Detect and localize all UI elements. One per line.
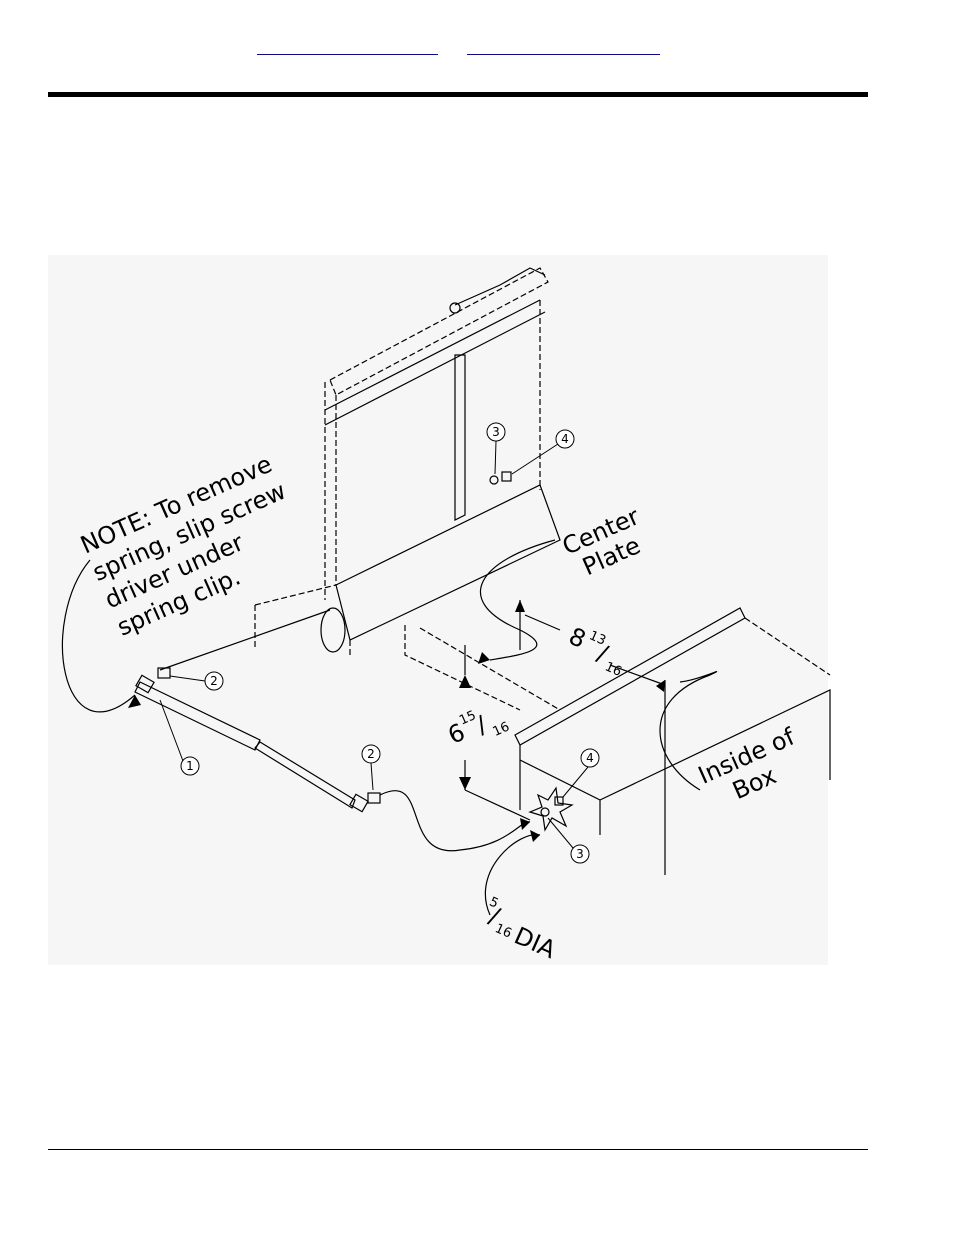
balloon-3b-text: 3 [576, 847, 584, 861]
header-rule [48, 92, 868, 97]
dim-v-num: 15 [457, 708, 478, 728]
dim-v-den: 16 [491, 719, 512, 739]
balloon-4a [555, 429, 575, 449]
dim-v-slash: / [472, 710, 492, 739]
header-link-2[interactable] [467, 36, 660, 55]
footer-rule [48, 1149, 868, 1150]
diagram-background [48, 255, 828, 965]
balloon-3b [570, 844, 590, 864]
dia-unit: DIA [510, 922, 560, 965]
balloon-4a-text: 4 [561, 432, 569, 446]
balloon-4b [580, 748, 600, 768]
dia-den: 16 [493, 921, 514, 941]
balloon-2a-text: 2 [210, 674, 218, 688]
balloon-1 [180, 756, 200, 776]
dim-h-whole: 8 [565, 622, 590, 654]
balloon-3a-text: 3 [492, 425, 500, 439]
balloon-2b-text: 2 [367, 747, 375, 761]
dim-h-num: 13 [587, 628, 608, 648]
header-link-1[interactable] [257, 36, 438, 55]
balloon-4b-text: 4 [586, 751, 594, 765]
dim-h-den: 16 [603, 659, 624, 679]
balloon-1-text: 1 [186, 759, 194, 773]
